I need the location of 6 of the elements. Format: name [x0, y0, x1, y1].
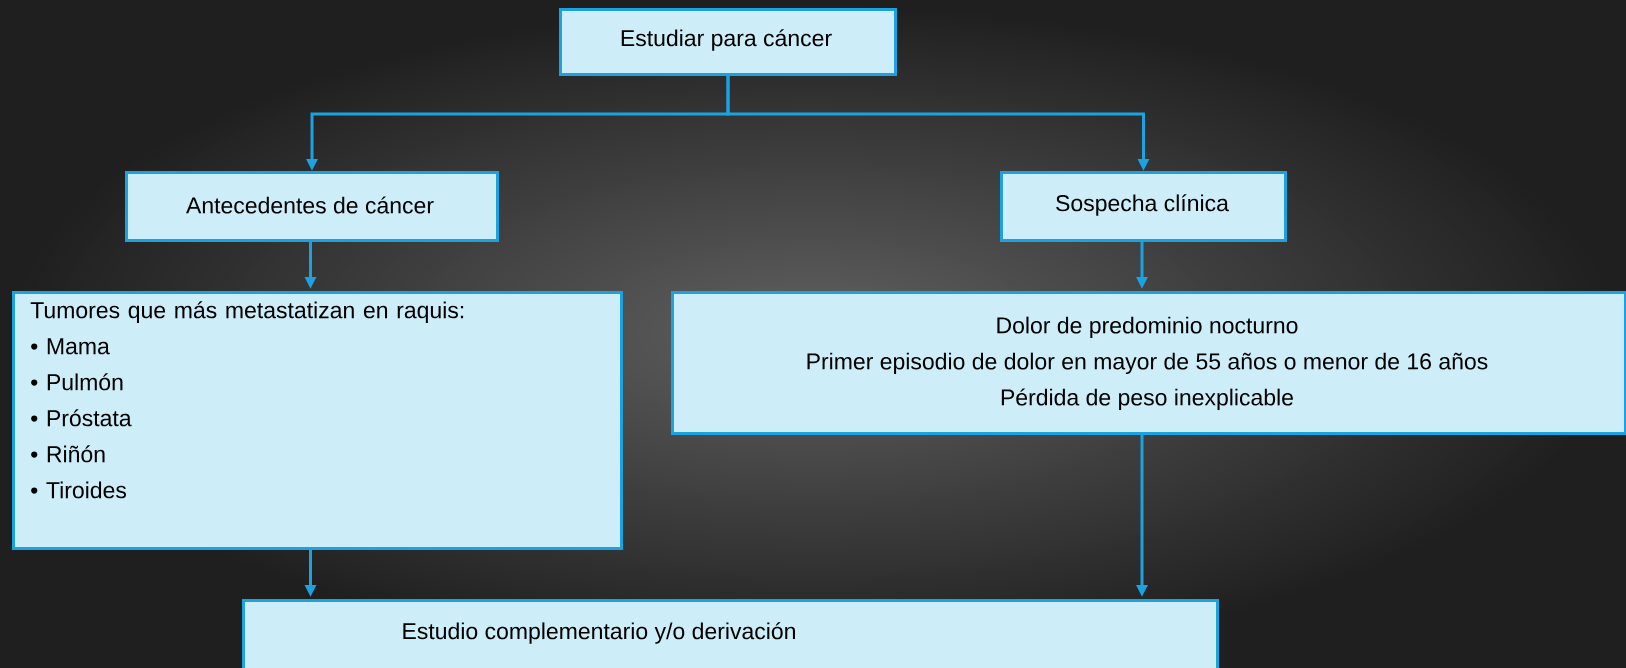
flow-box: Sospecha clínica	[1000, 171, 1287, 242]
flow-box: Dolor de predominio nocturno Primer episodio de dolor en mayor de 55 años o menor de 16 años Pérdida de peso inexplicable	[671, 291, 1626, 435]
flow-box: Estudiar para cáncer	[559, 8, 897, 76]
flow-box: Antecedentes de cáncer	[125, 171, 499, 242]
flow-box: Tumores que más metastatizan en raquis: • Mama • Pulmón • Próstata • Riñón • Tiroides	[12, 291, 623, 550]
flow-box: Estudio complementario y/o derivación	[242, 599, 1219, 668]
